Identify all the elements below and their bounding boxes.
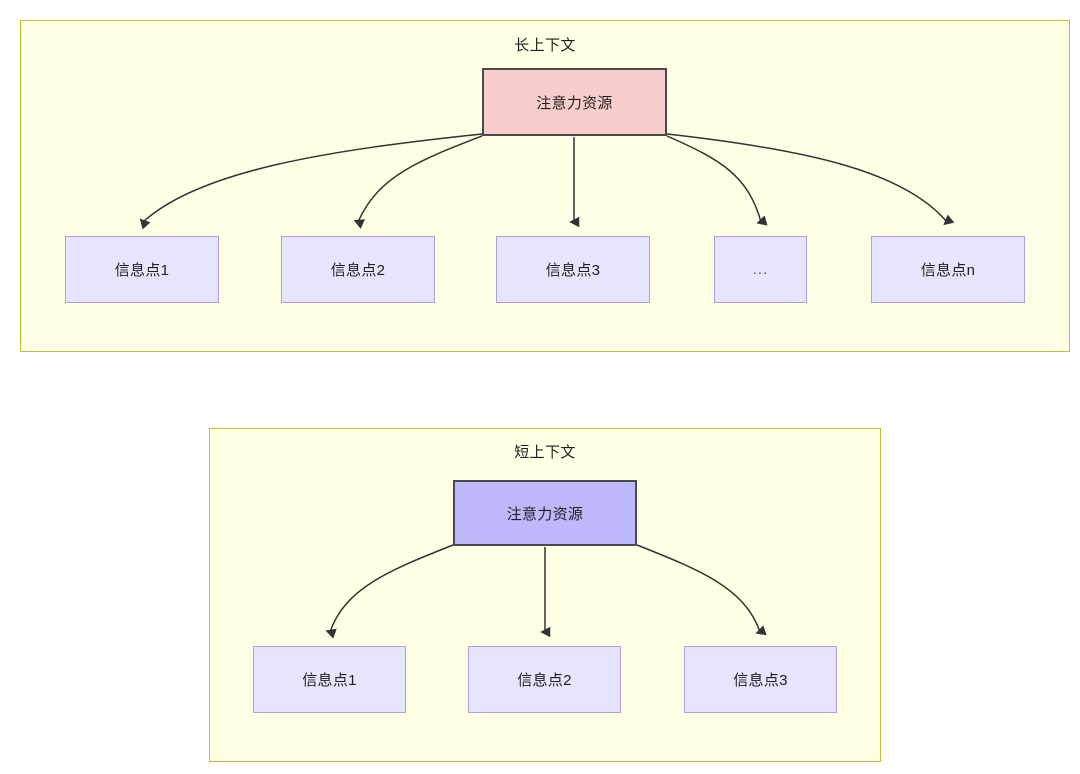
short-context-info-node-2[interactable]: 信息点2: [468, 646, 621, 713]
long-context-info-node-ellipsis[interactable]: ...: [714, 236, 807, 303]
short-context-info-node-3[interactable]: 信息点3: [684, 646, 837, 713]
short-context-info-node-1[interactable]: 信息点1: [253, 646, 406, 713]
long-context-info-node-n[interactable]: 信息点n: [871, 236, 1025, 303]
long-context-info-node-2[interactable]: 信息点2: [281, 236, 435, 303]
long-context-attention-node[interactable]: 注意力资源: [482, 68, 667, 136]
panel-short-context-title: 短上下文: [514, 444, 576, 461]
long-context-info-node-3[interactable]: 信息点3: [496, 236, 650, 303]
long-context-info-node-1[interactable]: 信息点1: [65, 236, 219, 303]
short-context-attention-node[interactable]: 注意力资源: [453, 480, 637, 546]
panel-long-context-title: 长上下文: [514, 37, 576, 54]
